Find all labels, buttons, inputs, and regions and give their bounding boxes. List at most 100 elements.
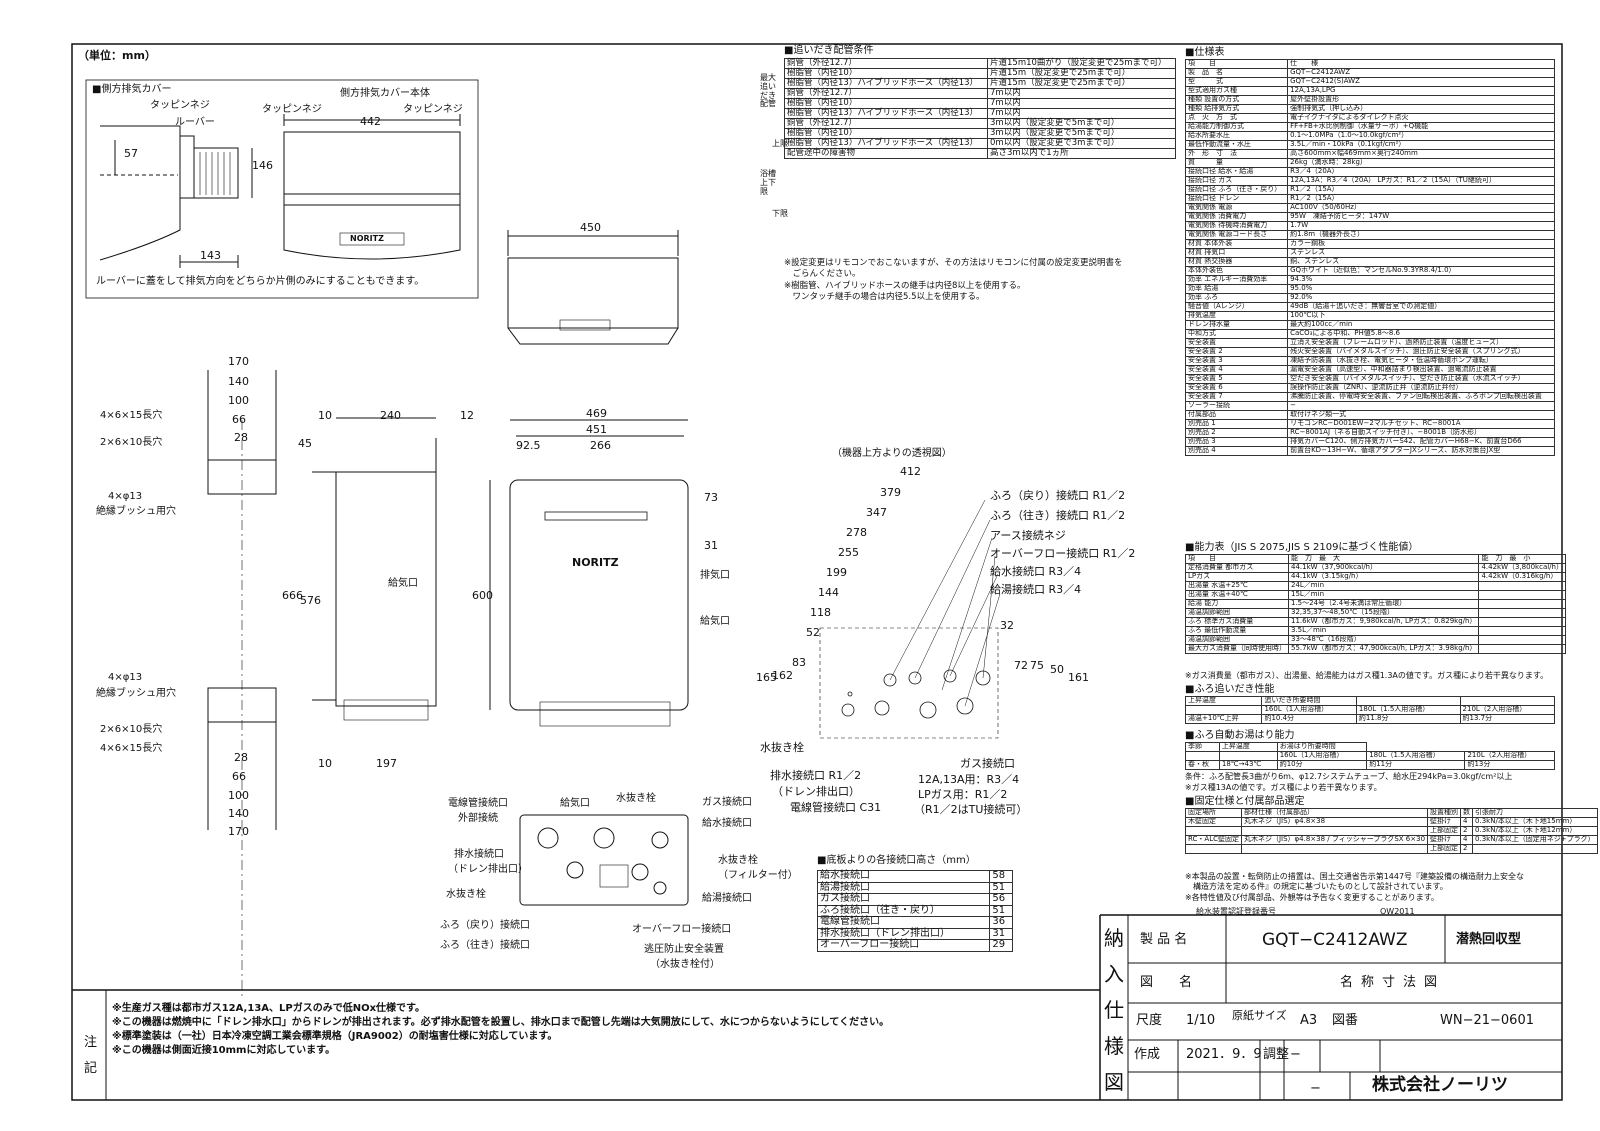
bv-label-bath-return: ふろ（戻り）接続口 [440,920,530,931]
piping-group-1: 最大追いだき配管 [760,73,776,109]
spec-row: 騒音値（Aレンジ）49dB（給湯＋追いだき：無響音室での測定値） [1184,302,1555,312]
fixing-cell: RC・ALC壁固定 [1185,835,1242,845]
capacity-cell [1478,617,1566,627]
top-view-dim-450: 450 [580,221,601,234]
fixing-cell: 4 [1460,835,1474,845]
note-line: ※生産ガス種は都市ガス12A,13A、LPガスのみで低NOx仕様です。 [112,1003,426,1014]
tv-elec-pipe: 電線管接続口 C31 [790,801,882,814]
spec-row: 材質 排気口ステンレス [1184,248,1555,258]
bv-label-drain: 排水接続口 [454,849,504,860]
bv-label-gas: ガス接続口 [702,797,752,808]
bracket-dim-28b: 28 [234,751,248,764]
front-dim-73: 73 [704,491,718,504]
fixing-cell: 0.3kN/本以上（固定用ネジ+プラグ） [1472,835,1598,845]
side-dim-45: 45 [298,437,312,450]
front-dim-92-5: 92.5 [516,439,541,452]
piping-row: 樹脂管（内径13）ハイブリッドホース（内径13）7m以内 [783,108,1176,119]
heights-cell: 31 [989,927,1013,940]
tv-label-bath-supply: ふろ（往き）接続口 R1／2 [990,509,1126,522]
hole-label-5: 2×6×10長穴 [100,724,163,735]
tv-label-water-in: 給水接続口 R3／4 [990,565,1082,578]
autofill-cell: 上昇温度 [1218,742,1278,752]
hole-label-6: 4×6×15長穴 [100,743,163,754]
heights-cell: 58 [989,870,1013,883]
reheat-row: 湯温+10℃上昇約10.4分約11.8分約13.7分 [1184,714,1556,724]
reheat-cell: 約11.8分 [1355,714,1461,724]
fixing-note-line: ※本製品の設置・転倒防止の措置は、国土交通省告示第1447号『建築設備の構造耐力… [1185,872,1525,881]
piping-cell: 7m以内 [987,98,1176,109]
piping-cell: 銅管（外径12.7） [783,58,989,69]
tv-gas-note-2: LPガス用：R1／2 [918,788,1008,801]
fixing-cell: 木壁固定 [1185,817,1242,827]
piping-sub-up: 上限 [772,139,788,148]
heights-cell: 51 [989,881,1013,894]
capacity-cell: 4.42kW（0.316kg/h） [1478,572,1566,582]
piping-group-2: 浴槽上下限 [760,169,776,196]
reheat-cell: 湯温+10℃上昇 [1184,714,1263,724]
side-cover-tapping-screw-1: タッピンネジ [150,100,210,111]
reheat-cell: 約13.7分 [1459,714,1556,724]
tv-dim-52: 52 [806,626,820,639]
tv-gas-note-3: （R1／2はTU接続可） [914,803,1028,816]
reheat-title: ■ふろ追いだき性能 [1185,684,1275,695]
tb-paper-value: A3 [1300,1013,1318,1028]
capacity-cell: 55.7kW（都市ガス：47,900kcal/h, LPガス：3.98kg/h） [1287,644,1480,654]
piping-cell: 樹脂管（内径10） [783,98,989,109]
fixing-row: RC・ALC壁固定丸木ネジ（JIS）φ4.8×38 / フィッシャープラグSX … [1185,835,1598,845]
heights-cell: 排水接続口（ドレン排出口） [816,927,991,940]
tv-dim-72: 72 [1014,659,1028,672]
piping-row: 樹脂管（内径13）ハイブリッドホース（内径13）0m以内（設定変更で3mまで可） [783,138,1176,149]
tv-dim-412: 412 [900,465,921,478]
title-block-side-char: 図 [1104,1070,1124,1094]
front-dim-31: 31 [704,539,718,552]
spec-cell: GQT−C2412AWZ [1287,68,1555,78]
front-dim-266: 266 [590,439,611,452]
notes-label: 注記 [84,1035,98,1076]
heights-table-title: ■底板よりの各接続口高さ（mm） [817,855,976,866]
fixing-cell [1185,844,1242,854]
side-dim-10: 10 [318,409,332,422]
spec-row: 項 目仕 様 [1184,59,1555,69]
bv-label-external: 外部接続 [458,813,498,824]
fixing-cell [1472,844,1598,854]
spec-cell: 26kg（満水時：28kg） [1287,158,1555,168]
heights-cell: 36 [989,916,1013,929]
piping-cell: 7m以内 [987,108,1176,119]
fixing-cell: 4 [1460,817,1474,827]
tb-company: 株式会社ノーリツ [1372,1075,1508,1095]
front-dim-451: 451 [586,423,607,436]
title-block-side-char: 納 [1104,926,1124,950]
heights-cell: ふろ接続口（往き・戻り） [816,904,991,917]
capacity-cell [1478,626,1566,636]
tb-drawing-value: 名称寸法図 [1340,975,1446,990]
tb-dwgno-value: WN−21−0601 [1440,1013,1534,1028]
tv-dim-161: 161 [1068,671,1089,684]
piping-cell: 樹脂管（内径10） [783,68,989,79]
tv-gas-conn: ガス接続口 [960,757,1015,770]
piping-note-line: ごらんください。 [784,269,861,280]
bv-label-drain-plug-right: 水抜き栓 [718,855,758,866]
tb-product-label: 製 品 名 [1140,932,1188,947]
tv-dim-118: 118 [810,606,831,619]
spec-cell: R1／2（15A） [1287,185,1555,195]
side-cover-tapping-screw-3: タッピンネジ [403,104,463,115]
hole-label-1: 4×6×15長穴 [100,410,163,421]
piping-cell: 樹脂管（内径13）ハイブリッドホース（内径13） [783,138,989,149]
spec-row: 付属部品取付けネジ類一式 [1184,410,1555,420]
hole-label-3: 4×φ13 [108,491,143,502]
piping-row: 配管途中の障害物高さ3m以内で1ヵ所 [783,148,1176,159]
piping-sub-down: 下限 [772,209,788,218]
capacity-cell [1478,644,1566,654]
spec-cell: GQホワイト（近似色：マンセルNo.9.3YR8.4/1.0） [1287,266,1555,276]
dim-146: 146 [252,159,273,172]
heights-row: 排水接続口（ドレン排出口）31 [816,927,1013,940]
